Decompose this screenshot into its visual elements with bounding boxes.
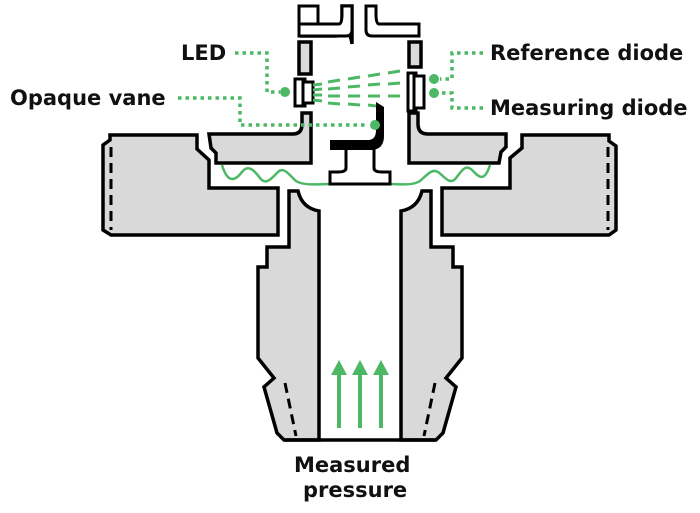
left-flange	[101, 133, 280, 237]
measured-pressure-label-line1: Measured	[294, 453, 411, 477]
right-flange	[440, 133, 618, 237]
left-stem	[256, 189, 321, 442]
right-stem-thread	[422, 382, 437, 437]
opaque-vane-dot	[370, 120, 380, 130]
right-stem	[399, 189, 464, 442]
measured-pressure-label-line2: pressure	[303, 478, 408, 502]
reference-diode-dot	[429, 74, 439, 84]
left-inner-block	[206, 111, 313, 165]
led-dot	[280, 87, 290, 97]
reference-diode-label: Reference diode	[490, 41, 684, 65]
reference-diode-leader	[440, 51, 483, 81]
opaque-vane-label: Opaque vane	[10, 86, 166, 110]
right-inner-block	[407, 111, 508, 165]
led-label: LED	[181, 41, 227, 65]
opaque-vane-leader	[178, 96, 365, 127]
measuring-diode-leader	[440, 91, 483, 110]
top-right-cap	[364, 4, 421, 38]
top-left-cap	[297, 4, 354, 38]
right-upper-wall	[407, 40, 423, 69]
left-stem-thread	[283, 382, 298, 437]
left-upper-wall	[297, 40, 313, 76]
led-body	[301, 80, 315, 105]
measuring-diode-label: Measuring diode	[490, 96, 688, 120]
led-leader	[235, 51, 280, 94]
measuring-diode-dot	[429, 88, 439, 98]
opaque-vane	[330, 102, 384, 150]
diaphragm	[220, 164, 492, 186]
light-beam	[312, 69, 401, 108]
piston	[328, 146, 392, 186]
arrow-up-icon	[331, 360, 389, 428]
measuring-diode-body	[412, 74, 426, 110]
